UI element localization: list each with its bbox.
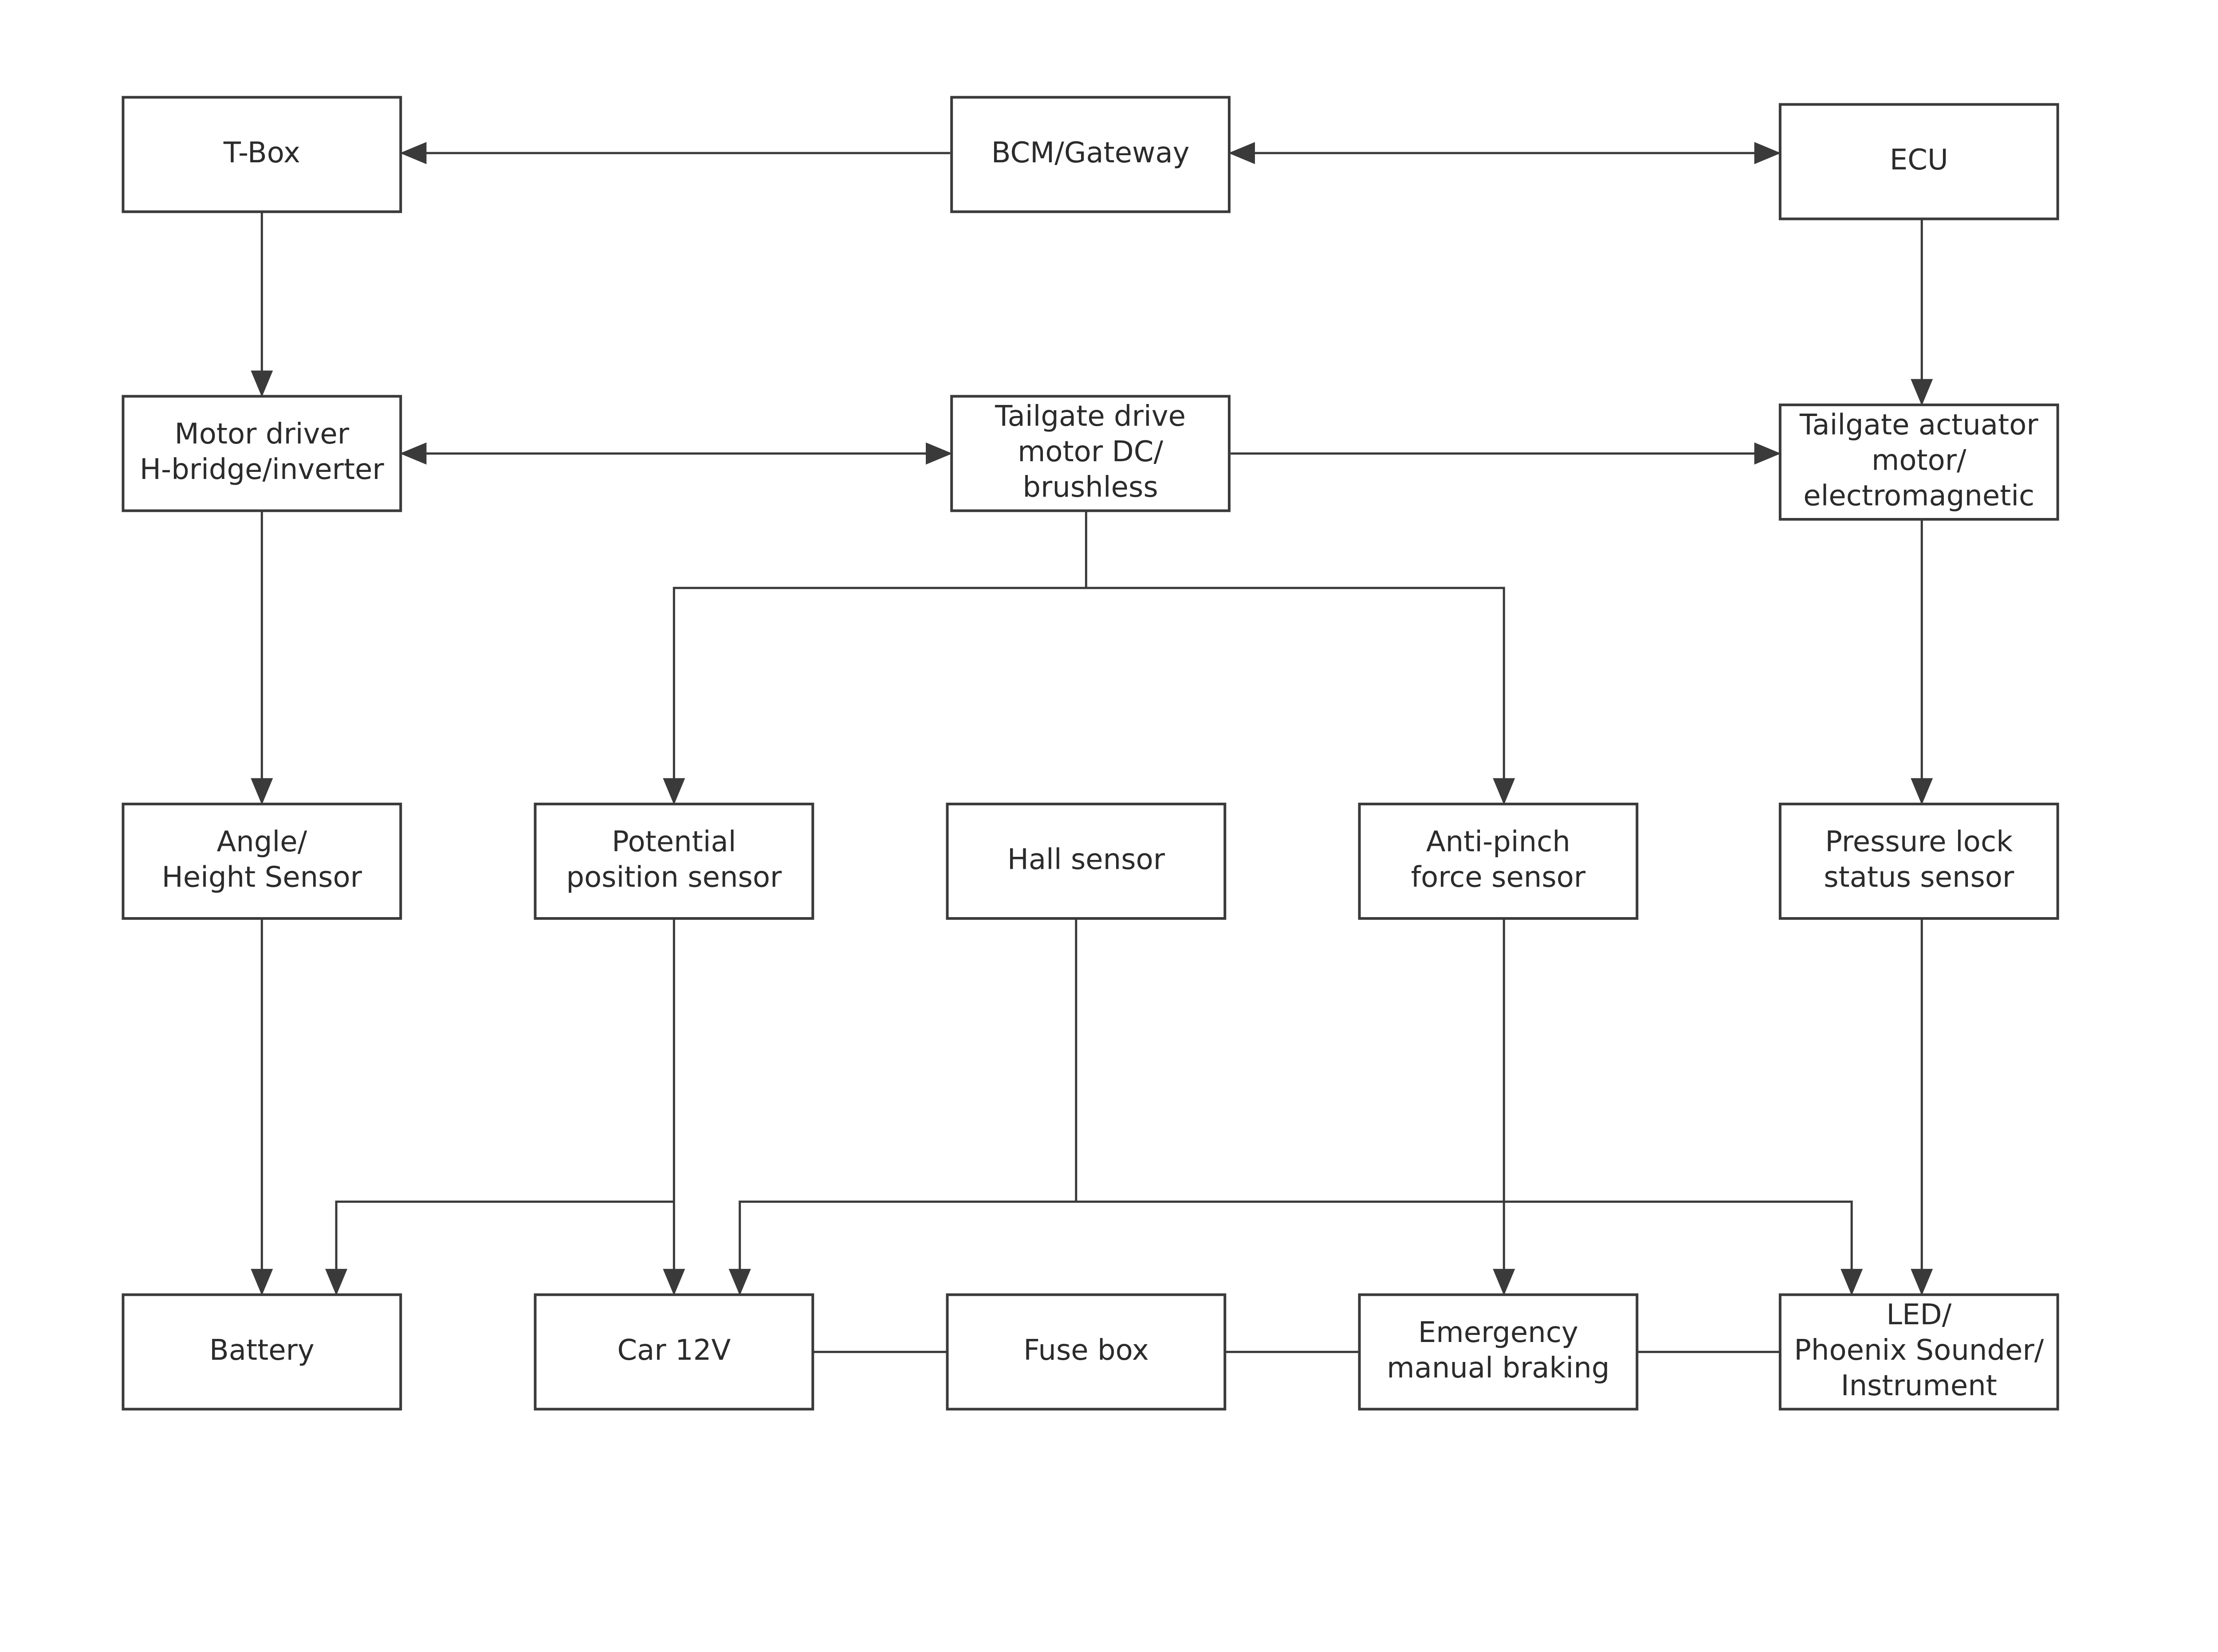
node-label-line: Instrument <box>1841 1369 1997 1402</box>
node-label-line: position sensor <box>566 861 782 894</box>
node-box <box>950 96 1231 213</box>
node-label-line: Tailgate actuator <box>1799 409 2038 442</box>
node-car12v: Car 12V <box>534 1293 814 1411</box>
node-box <box>534 1293 814 1411</box>
node-label-line: Potential <box>612 826 736 859</box>
node-label-line: brushless <box>1022 471 1158 504</box>
node-box <box>122 395 402 512</box>
nodes: T-Box BCM/Gateway ECU Motor driverH-bridge/… <box>122 96 2059 1411</box>
node-box <box>1778 1293 2059 1411</box>
node-label-line: status sensor <box>1824 861 2014 894</box>
node-label-line: Angle/ <box>216 826 307 859</box>
node-label-line: Motor driver <box>175 418 350 451</box>
wire-potential-to-battery <box>325 1201 674 1296</box>
node-battery: Battery <box>122 1293 402 1411</box>
node-label-line: Phoenix Sounder/ <box>1794 1334 2044 1367</box>
connections <box>251 142 1933 1353</box>
node-label-line: Anti-pinch <box>1426 826 1570 859</box>
node-box <box>1358 802 1639 920</box>
node-label-line: electromagnetic <box>1803 480 2034 513</box>
node-box <box>950 395 1231 512</box>
node-label-line: T-Box <box>223 137 300 169</box>
node-label-line: BCM/Gateway <box>991 137 1190 169</box>
node-label-line: Car 12V <box>617 1334 731 1367</box>
node-label-line: Tailgate drive <box>995 400 1186 433</box>
node-box <box>122 1293 402 1411</box>
node-box <box>946 1293 1227 1411</box>
node-box <box>1778 802 2059 920</box>
node-label-line: motor/ <box>1872 444 1966 477</box>
node-label-line: force sensor <box>1411 861 1586 894</box>
node-led: LED/Phoenix Sounder/Instrument <box>1778 1293 2059 1411</box>
node-box <box>1778 403 2059 521</box>
wire-to-antipinch-sensor <box>1086 587 1515 805</box>
node-box <box>946 802 1227 920</box>
node-box <box>534 802 814 920</box>
node-tbox: T-Box <box>122 96 402 213</box>
node-bcm: BCM/Gateway <box>950 96 1231 213</box>
wire-hall-to-led <box>1076 1201 1863 1296</box>
node-label-line: motor DC/ <box>1018 436 1163 468</box>
node-box <box>1358 1293 1639 1411</box>
node-label-line: LED/ <box>1886 1299 1951 1331</box>
node-box <box>122 96 402 213</box>
node-label-line: Height Sensor <box>162 861 362 894</box>
node-label-line: ECU <box>1890 144 1948 177</box>
wire-hall-to-car12v <box>728 1201 1076 1296</box>
node-label-line: Battery <box>209 1334 315 1367</box>
node-label-line: Fuse box <box>1023 1334 1149 1367</box>
node-label-line: H-bridge/inverter <box>140 453 385 486</box>
node-angle: Angle/Height Sensor <box>122 802 402 920</box>
node-label-line: manual braking <box>1387 1352 1609 1385</box>
node-fusebox: Fuse box <box>946 1293 1227 1411</box>
node-hall: Hall sensor <box>946 802 1227 920</box>
node-label-line: Pressure lock <box>1825 826 2013 859</box>
node-box <box>1778 103 2059 220</box>
node-box <box>122 802 402 920</box>
node-label-line: Hall sensor <box>1007 844 1165 876</box>
node-ecu: ECU <box>1778 103 2059 220</box>
node-label-line: Emergency <box>1418 1316 1578 1349</box>
wire-to-potential-sensor <box>663 587 1086 805</box>
